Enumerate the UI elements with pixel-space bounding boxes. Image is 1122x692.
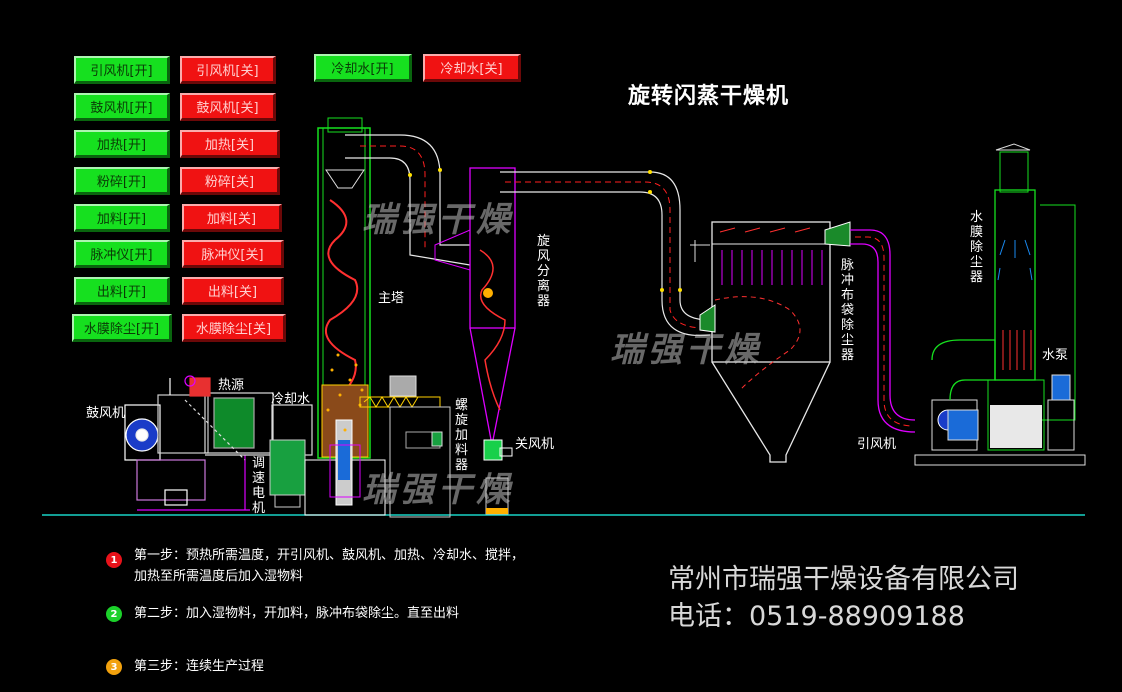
step-3-badge: 3 xyxy=(106,659,122,675)
screw-feeder xyxy=(359,375,451,518)
bag-filter-label: 脉冲布袋除尘器 xyxy=(841,258,855,363)
company-phone: 电话：0519-88909188 xyxy=(668,601,965,632)
cyclone xyxy=(434,167,516,515)
watermark: 瑞强干燥 xyxy=(362,470,514,510)
crush-on-button[interactable]: 粉碎[开] xyxy=(74,167,170,195)
main-tower-label: 主塔 xyxy=(378,291,405,306)
bag-fan-duct xyxy=(850,229,916,433)
cooling-on-button[interactable]: 冷却水[开] xyxy=(314,54,412,82)
heat-source-label: 热源 xyxy=(218,378,245,393)
crush-off-button[interactable]: 粉碎[关] xyxy=(180,167,280,195)
step-2-text: 第二步：加入湿物料，开加料，脉冲布袋除尘。直至出料 xyxy=(134,606,460,621)
watermark: 瑞强干燥 xyxy=(362,200,514,240)
cooling-off-button[interactable]: 冷却水[关] xyxy=(423,54,521,82)
blower-unit xyxy=(124,375,313,511)
discharge-off-button[interactable]: 出料[关] xyxy=(182,277,284,305)
scrubber-label: 水膜除尘器 xyxy=(970,210,984,285)
scrubber-off-button[interactable]: 水膜除尘[关] xyxy=(182,314,286,342)
cooling-water-label: 冷却水 xyxy=(271,392,311,407)
tower-duct xyxy=(345,134,471,266)
speed-motor-label: 调速电机 xyxy=(252,456,266,516)
step-1-text-continued: 加热至所需温度后加入湿物料 xyxy=(134,569,304,584)
blower-on-button[interactable]: 鼓风机[开] xyxy=(74,93,170,121)
step-3-text: 第三步：连续生产过程 xyxy=(134,659,265,674)
screw-feeder-label: 螺旋加料器 xyxy=(455,398,469,473)
speed-motor xyxy=(269,439,386,516)
cyclone-label: 旋风分离器 xyxy=(537,234,551,309)
bag-filter xyxy=(690,221,851,463)
step-1-badge: 1 xyxy=(106,552,122,568)
cyclone-duct xyxy=(500,170,711,337)
company-name: 常州市瑞强干燥设备有限公司 xyxy=(668,564,1019,595)
discharge-on-button[interactable]: 出料[开] xyxy=(74,277,170,305)
feed-off-button[interactable]: 加料[关] xyxy=(182,204,282,232)
induced-fan-label: 引风机 xyxy=(857,437,897,452)
scrubber-on-button[interactable]: 水膜除尘[开] xyxy=(72,314,172,342)
pulse-on-button[interactable]: 脉冲仪[开] xyxy=(74,240,170,268)
main-tower xyxy=(317,117,371,506)
close-fan-label: 关风机 xyxy=(515,437,555,452)
scrubber-unit xyxy=(914,143,1086,466)
pump-label: 水泵 xyxy=(1042,348,1069,363)
blower-off-button[interactable]: 鼓风机[关] xyxy=(180,93,276,121)
feed-on-button[interactable]: 加料[开] xyxy=(74,204,170,232)
blower-label: 鼓风机 xyxy=(86,406,126,421)
watermark: 瑞强干燥 xyxy=(610,330,762,370)
step-2-badge: 2 xyxy=(106,606,122,622)
heat-off-button[interactable]: 加热[关] xyxy=(180,130,280,158)
induced-fan-off-button[interactable]: 引风机[关] xyxy=(180,56,276,84)
heat-on-button[interactable]: 加热[开] xyxy=(74,130,170,158)
page-title: 旋转闪蒸干燥机 xyxy=(628,84,790,109)
step-1-text: 第一步：预热所需温度，开引风机、鼓风机、加热、冷却水、搅拌， xyxy=(134,548,525,563)
induced-fan-on-button[interactable]: 引风机[开] xyxy=(74,56,170,84)
pulse-off-button[interactable]: 脉冲仪[关] xyxy=(182,240,284,268)
